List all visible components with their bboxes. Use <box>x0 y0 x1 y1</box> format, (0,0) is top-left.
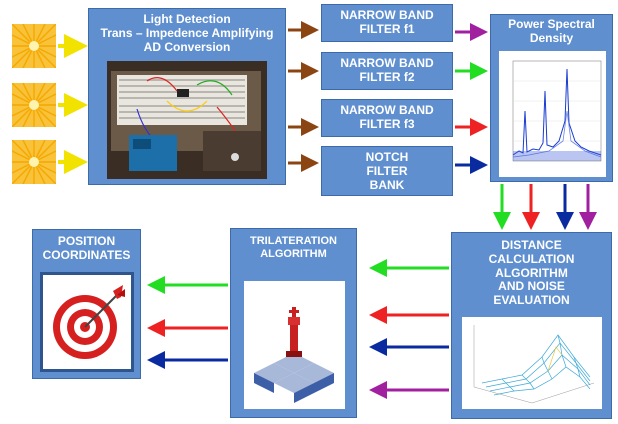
position-line1: POSITION <box>57 234 116 248</box>
light-source-2 <box>11 82 57 128</box>
power-spectral-density-block: Power Spectral Density <box>490 14 613 182</box>
filter-f1-line2: FILTER f1 <box>359 21 415 36</box>
notch-filter-bank: NOTCH FILTER BANK <box>321 146 453 196</box>
filter-f3-line2: FILTER f3 <box>359 116 415 131</box>
target-icon <box>53 285 125 359</box>
spectrum-plot-icon <box>512 60 602 162</box>
detection-title: Light Detection <box>143 12 231 26</box>
distance-line1: DISTANCE <box>501 238 562 252</box>
notch-line2: FILTER <box>366 163 408 178</box>
distance-line5: EVALUATION <box>493 293 570 308</box>
mesh-plot-icon <box>473 325 595 404</box>
sun-icon <box>11 23 57 69</box>
filter-f2-line2: FILTER f2 <box>359 69 415 84</box>
notch-line3: BANK <box>369 177 405 192</box>
chess-graphic <box>244 281 345 409</box>
surface-plot <box>462 317 602 409</box>
detection-line3: AD Conversion <box>143 39 231 54</box>
distance-line3: ALGORITHM <box>495 265 568 280</box>
psd-plot <box>499 51 606 177</box>
breadboard-photo-icon <box>107 61 267 179</box>
chess-king-icon <box>254 307 334 403</box>
distance-line4: AND NOISE <box>498 279 565 294</box>
light-source-1 <box>11 23 57 69</box>
light-detection-block: Light Detection Trans – Impedence Amplif… <box>88 8 286 185</box>
position-coordinates-block: POSITION COORDINATES <box>32 229 141 379</box>
narrow-band-filter-f3: NARROW BAND FILTER f3 <box>321 99 453 137</box>
sun-icon <box>11 139 57 185</box>
circuit-photo <box>107 61 267 179</box>
narrow-band-filter-f1: NARROW BAND FILTER f1 <box>321 4 453 42</box>
light-source-3 <box>11 139 57 185</box>
trilateration-line1: TRILATERATION <box>250 235 337 247</box>
trilateration-line2: ALGORITHM <box>260 247 327 260</box>
filter-f1-line1: NARROW BAND <box>340 8 434 22</box>
filter-f3-line1: NARROW BAND <box>340 103 434 117</box>
psd-title-line2: Density <box>529 30 574 45</box>
distance-line2: CALCULATION <box>488 251 575 266</box>
sun-icon <box>11 82 57 128</box>
trilateration-block: TRILATERATION ALGORITHM <box>230 228 357 418</box>
distance-calculation-block: DISTANCE CALCULATION ALGORITHM AND NOISE… <box>451 232 612 419</box>
psd-title-line1: Power Spectral <box>508 17 595 31</box>
filter-f2-line1: NARROW BAND <box>340 56 434 70</box>
notch-line1: NOTCH <box>365 150 409 164</box>
narrow-band-filter-f2: NARROW BAND FILTER f2 <box>321 52 453 90</box>
position-line2: COORDINATES <box>42 247 131 262</box>
target-frame <box>40 272 134 372</box>
detection-line2: Trans – Impedence Amplifying <box>100 25 274 40</box>
